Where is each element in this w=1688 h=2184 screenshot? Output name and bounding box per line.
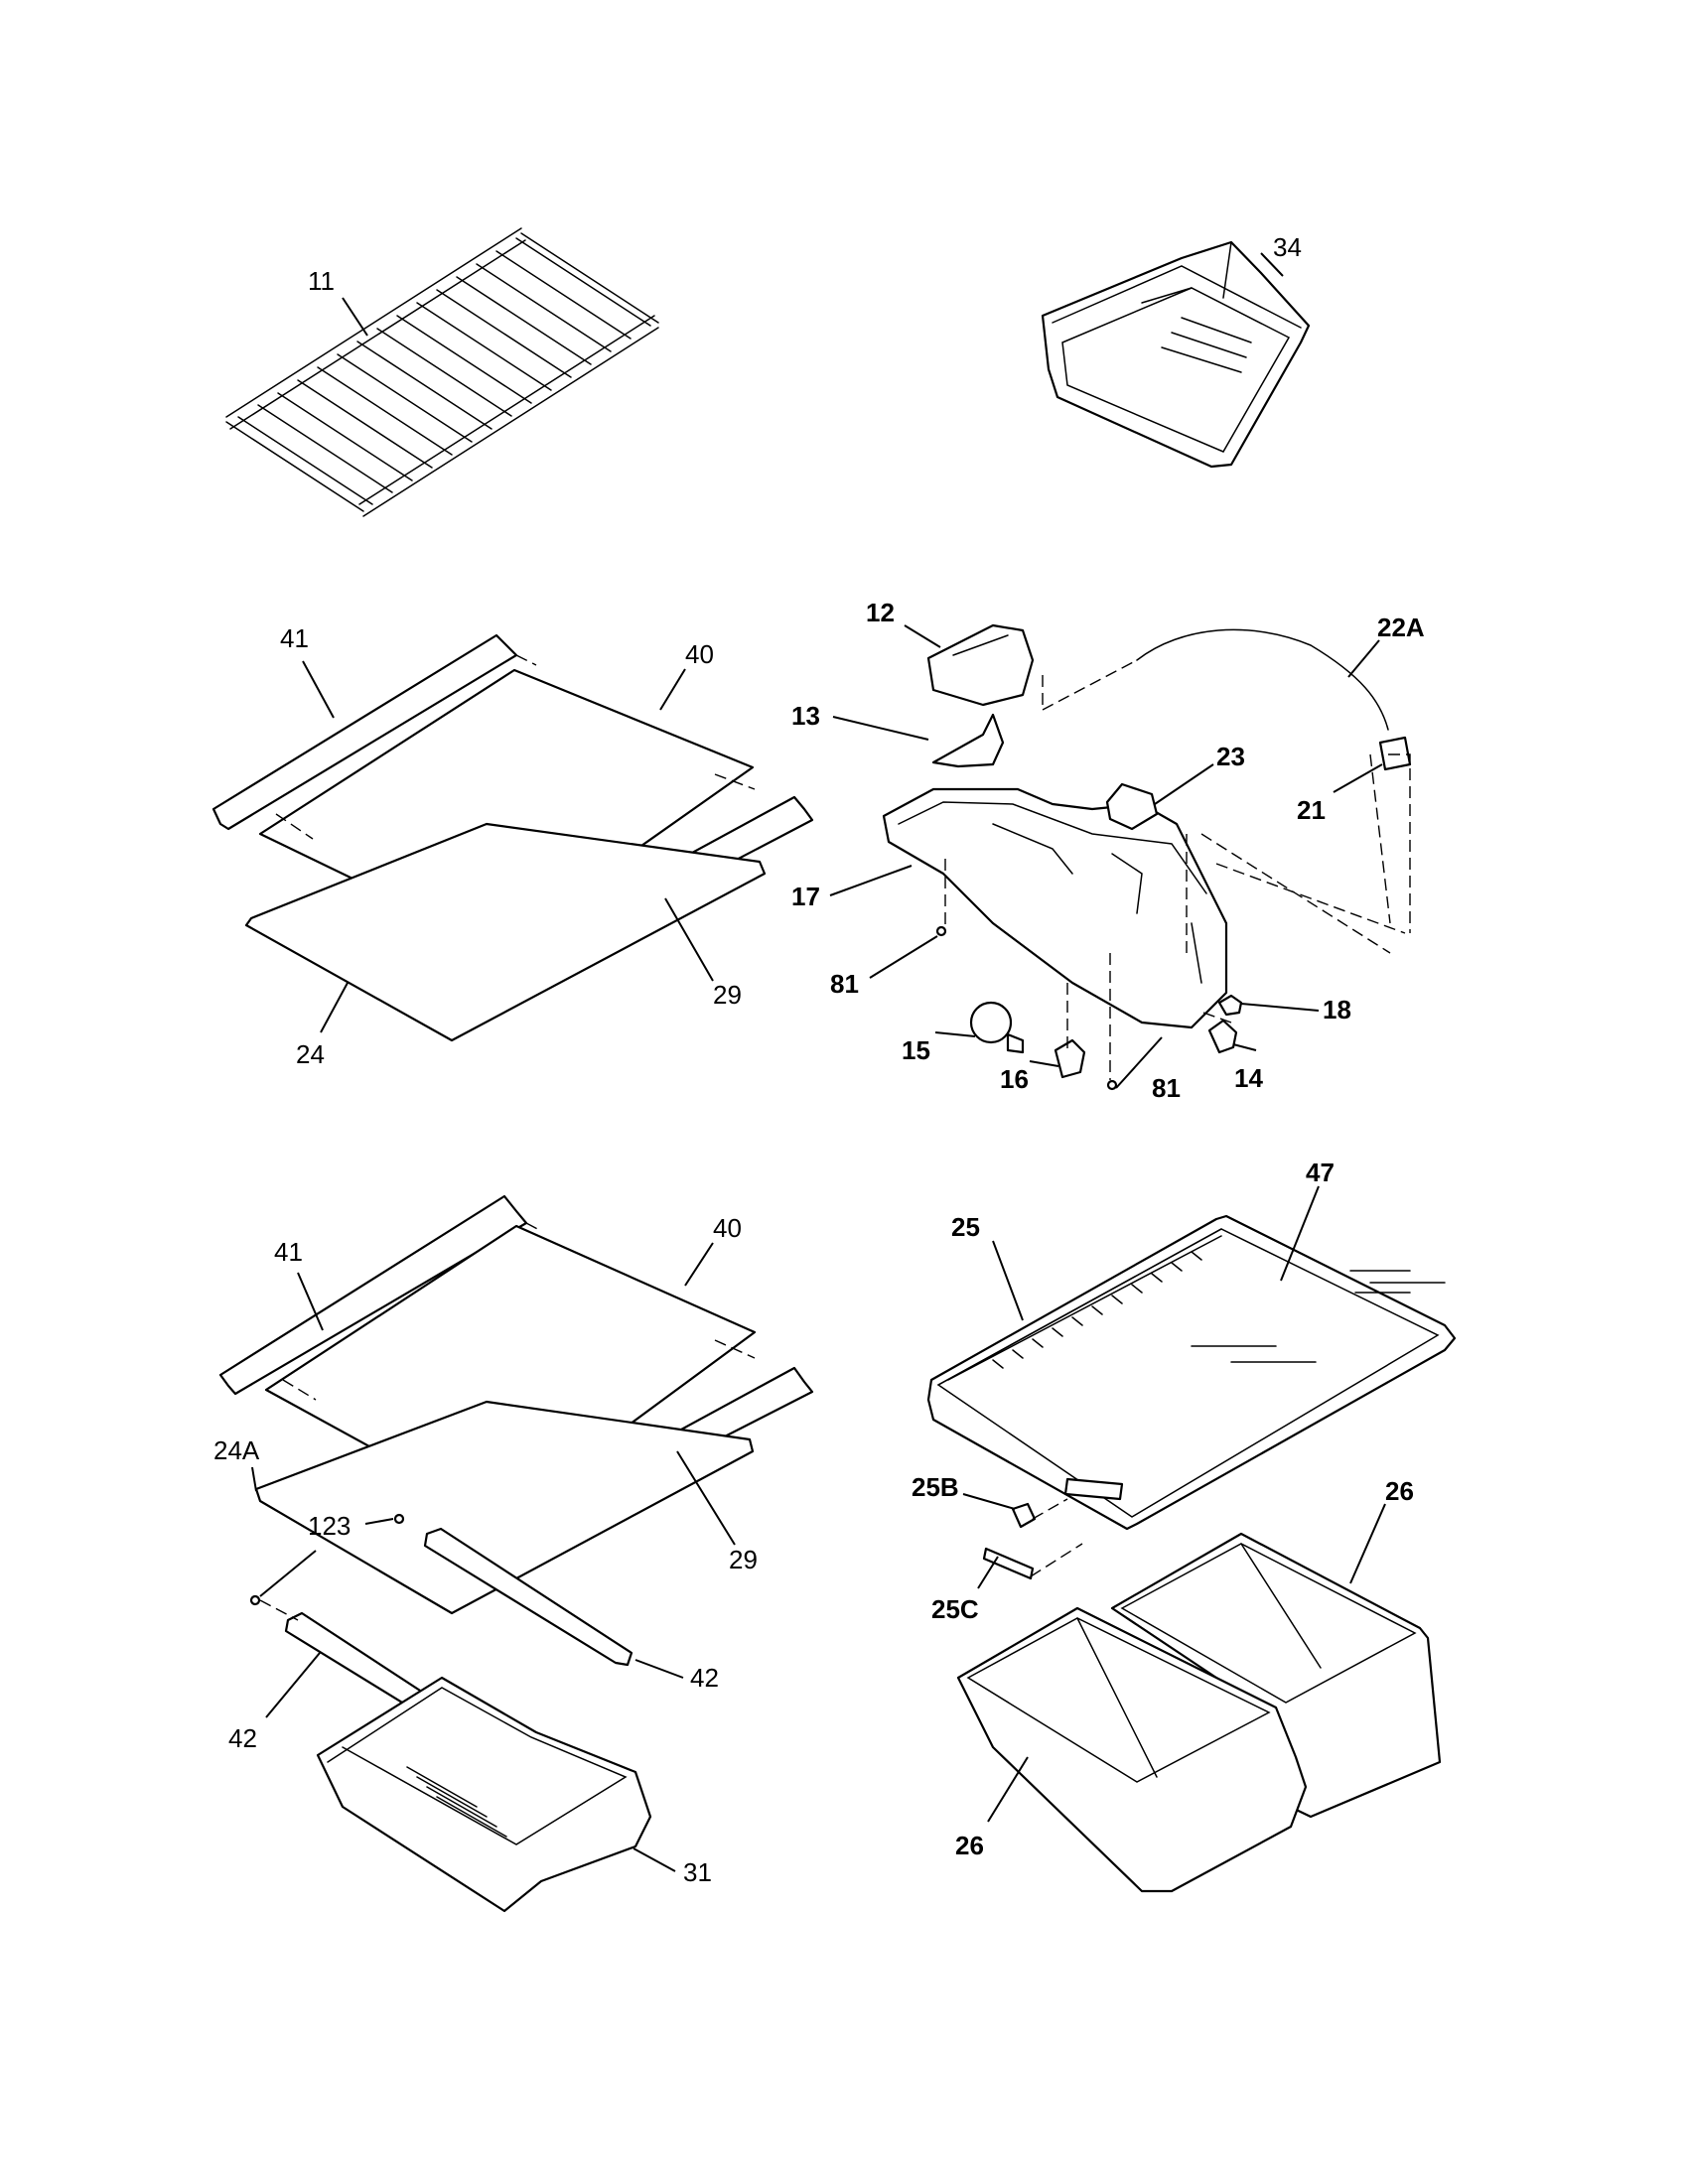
shelf-a bbox=[211, 633, 814, 1042]
leader-42b bbox=[265, 1652, 321, 1718]
leader-26b bbox=[987, 1756, 1029, 1823]
control-housing bbox=[882, 787, 1228, 1029]
leader-25 bbox=[992, 1240, 1024, 1321]
callout-81b: 81 bbox=[1152, 1073, 1181, 1103]
callout-42a: 42 bbox=[690, 1663, 719, 1693]
callout-29b: 29 bbox=[729, 1545, 758, 1574]
leader-123 bbox=[364, 1518, 394, 1525]
callout-11: 11 bbox=[308, 266, 335, 296]
leader-22A bbox=[1347, 639, 1380, 678]
callout-25C: 25C bbox=[931, 1594, 979, 1624]
leader-13 bbox=[832, 716, 929, 741]
leader-47 bbox=[1280, 1185, 1320, 1282]
clip bbox=[1217, 994, 1243, 1017]
callout-29a: 29 bbox=[713, 980, 742, 1010]
screw-left bbox=[935, 925, 947, 937]
callout-41b: 41 bbox=[274, 1237, 303, 1267]
socket bbox=[1054, 1038, 1086, 1079]
leader-40a bbox=[659, 668, 686, 711]
callout-26b: 26 bbox=[955, 1831, 984, 1860]
callout-123: 123 bbox=[308, 1511, 351, 1541]
callout-25: 25 bbox=[951, 1212, 980, 1242]
screw-right bbox=[1106, 1079, 1118, 1091]
callout-24A: 24A bbox=[213, 1435, 260, 1465]
screw-123 bbox=[393, 1513, 405, 1525]
leader-23 bbox=[1154, 763, 1214, 805]
cover-latch bbox=[1011, 1502, 1037, 1529]
leader-17 bbox=[829, 865, 913, 896]
callout-41a: 41 bbox=[280, 623, 309, 653]
leader-42a bbox=[634, 1659, 684, 1679]
crisper-cover bbox=[926, 1214, 1457, 1531]
callout-25B: 25B bbox=[912, 1472, 959, 1502]
thermostat bbox=[1105, 782, 1159, 831]
drawer-lower bbox=[316, 1676, 652, 1913]
callout-16: 16 bbox=[1000, 1064, 1029, 1094]
leader-81a bbox=[869, 935, 938, 979]
leader-24 bbox=[320, 982, 349, 1033]
callout-42b: 42 bbox=[228, 1723, 257, 1753]
leader-41b bbox=[297, 1272, 324, 1331]
leader-81b bbox=[1115, 1036, 1163, 1089]
callout-26a: 26 bbox=[1385, 1476, 1414, 1506]
leader-15 bbox=[934, 1031, 976, 1037]
callout-34: 34 bbox=[1273, 232, 1302, 262]
control-bracket bbox=[926, 623, 1035, 707]
leader-123b bbox=[259, 1550, 317, 1597]
leader-25C bbox=[977, 1556, 999, 1589]
light-bulb bbox=[969, 1001, 1013, 1044]
leader-16 bbox=[1029, 1060, 1059, 1067]
callout-22A: 22A bbox=[1377, 613, 1425, 642]
callout-14: 14 bbox=[1234, 1063, 1263, 1093]
cover-slide bbox=[982, 1547, 1035, 1580]
knob-cover bbox=[931, 713, 1005, 768]
callout-81a: 81 bbox=[830, 969, 859, 999]
callout-40b: 40 bbox=[713, 1213, 742, 1243]
callout-12: 12 bbox=[866, 598, 895, 627]
wire-shelf bbox=[225, 227, 659, 517]
leader-29a bbox=[664, 897, 714, 982]
leader-18 bbox=[1240, 1003, 1320, 1012]
leader-40b bbox=[684, 1242, 714, 1287]
callout-18: 18 bbox=[1323, 995, 1351, 1024]
leader-41a bbox=[302, 660, 335, 719]
shelf-a-frame bbox=[244, 822, 767, 1042]
callout-24: 24 bbox=[296, 1039, 325, 1069]
leader-24A bbox=[251, 1466, 257, 1492]
callout-31: 31 bbox=[683, 1857, 712, 1887]
leader-12 bbox=[904, 624, 941, 648]
crisper-cover-assembly bbox=[926, 1214, 1457, 1893]
switch-bottom bbox=[1207, 1019, 1238, 1054]
leader-11 bbox=[342, 297, 368, 337]
shelf-b bbox=[218, 1194, 814, 1913]
control-assembly bbox=[882, 623, 1412, 1091]
callout-21: 21 bbox=[1297, 795, 1326, 825]
callout-15: 15 bbox=[902, 1035, 930, 1065]
leader-25B bbox=[962, 1493, 1016, 1510]
leader-34 bbox=[1260, 252, 1284, 277]
callout-47: 47 bbox=[1306, 1158, 1335, 1187]
callout-17: 17 bbox=[791, 882, 820, 911]
leader-29b bbox=[676, 1450, 736, 1546]
callout-23: 23 bbox=[1216, 742, 1245, 771]
leader-26a bbox=[1349, 1503, 1386, 1584]
crisper-left bbox=[956, 1606, 1308, 1893]
leader-14 bbox=[1232, 1043, 1257, 1051]
slide-right bbox=[423, 1527, 633, 1667]
switch-top bbox=[1378, 736, 1412, 771]
leader-21 bbox=[1333, 763, 1383, 793]
crisper-bin bbox=[1041, 240, 1311, 469]
callout-13: 13 bbox=[791, 701, 820, 731]
shelf-b-frame bbox=[254, 1400, 755, 1615]
leader-31 bbox=[633, 1847, 676, 1872]
callout-40a: 40 bbox=[685, 639, 714, 669]
